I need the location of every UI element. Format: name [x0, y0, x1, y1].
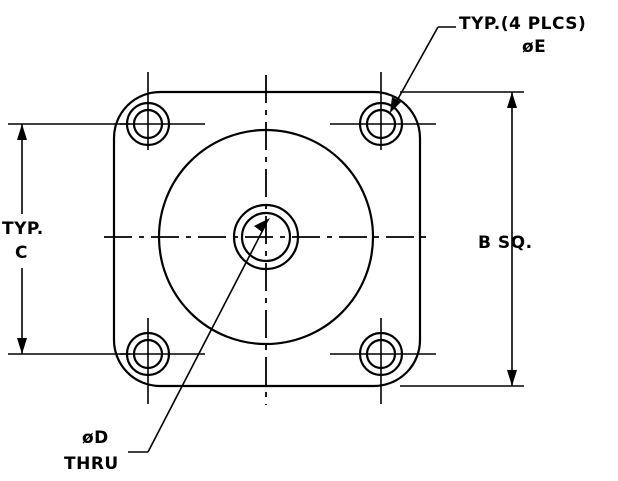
- mounting-hole-top-left: [120, 72, 205, 150]
- leader-d-arrow: [254, 218, 270, 232]
- leader-e-arrow: [390, 97, 401, 113]
- mounting-hole-bottom-left: [120, 318, 205, 404]
- dimension-b-arrow-top: [507, 92, 517, 108]
- mounting-hole-bottom-right: [330, 318, 436, 404]
- center-hole-inner: [240, 211, 292, 263]
- dimension-c: [8, 123, 130, 355]
- label-thru: THRU: [64, 454, 119, 474]
- dimension-b-arrow-bottom: [507, 370, 517, 386]
- dimension-b: [400, 91, 524, 387]
- leader-d: [128, 218, 270, 453]
- label-typ-4-plcs: TYP.(4 PLCS): [459, 14, 586, 34]
- label-typ: TYP.: [2, 219, 44, 239]
- plate-outline: [112, 90, 422, 388]
- leader-e: [390, 26, 456, 113]
- label-c: C: [15, 243, 28, 263]
- label-b-sq: B SQ.: [478, 233, 533, 253]
- dimension-c-arrow-top: [17, 124, 27, 140]
- label-dia-e: øE: [522, 37, 546, 57]
- mounting-hole-top-right: [330, 72, 436, 150]
- label-dia-d: øD: [82, 428, 109, 448]
- dimension-c-arrow-bottom: [17, 338, 27, 354]
